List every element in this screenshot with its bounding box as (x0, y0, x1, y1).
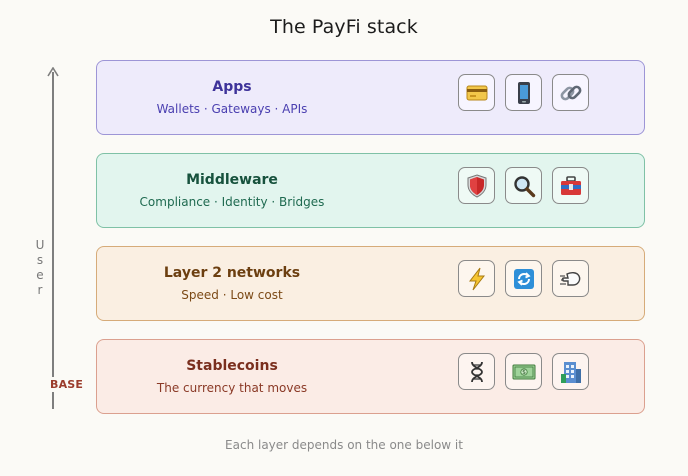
fast-hand-icon (552, 260, 589, 297)
layer-subtitle: The currency that moves (156, 381, 308, 395)
mobile-phone-icon (505, 74, 542, 111)
layer-apps: Apps Wallets · Gateways · APIs (96, 60, 645, 135)
bank-building-icon (552, 353, 589, 390)
layer-name: Middleware (186, 172, 278, 188)
user-axis-letter: e (36, 268, 44, 282)
user-axis-label: U s e r (34, 238, 46, 298)
layer-subtitle: Wallets · Gateways · APIs (156, 102, 308, 116)
shield-icon (458, 167, 495, 204)
dollar-bill-icon: $ (505, 353, 542, 390)
magnifier-icon (505, 167, 542, 204)
diagram-title: The PayFi stack (270, 16, 418, 38)
layer-stablecoins: Stablecoins The currency that moves $ (96, 339, 645, 414)
lightning-icon (458, 260, 495, 297)
layer-layer2-networks: Layer 2 networks Speed · Low cost (96, 246, 645, 321)
layer-name: Stablecoins (186, 358, 278, 374)
layer-name: Apps (212, 79, 252, 95)
toolbox-icon (552, 167, 589, 204)
dna-icon (458, 353, 495, 390)
user-axis-letter: s (36, 253, 44, 267)
user-axis-letter: r (37, 283, 43, 297)
user-axis-letter: U (35, 238, 45, 252)
footer-note: Each layer depends on the one below it (225, 438, 463, 452)
layer-middleware: Middleware Compliance · Identity · Bridg… (96, 153, 645, 228)
user-axis-line (52, 72, 54, 409)
layer-name: Layer 2 networks (163, 265, 301, 281)
refresh-icon (505, 260, 542, 297)
layer-subtitle: Speed · Low cost (181, 288, 283, 302)
svg-text:$: $ (522, 369, 526, 376)
link-icon (552, 74, 589, 111)
base-label: BASE (50, 377, 84, 392)
credit-card-icon (458, 74, 495, 111)
layer-subtitle: Compliance · Identity · Bridges (139, 195, 325, 209)
